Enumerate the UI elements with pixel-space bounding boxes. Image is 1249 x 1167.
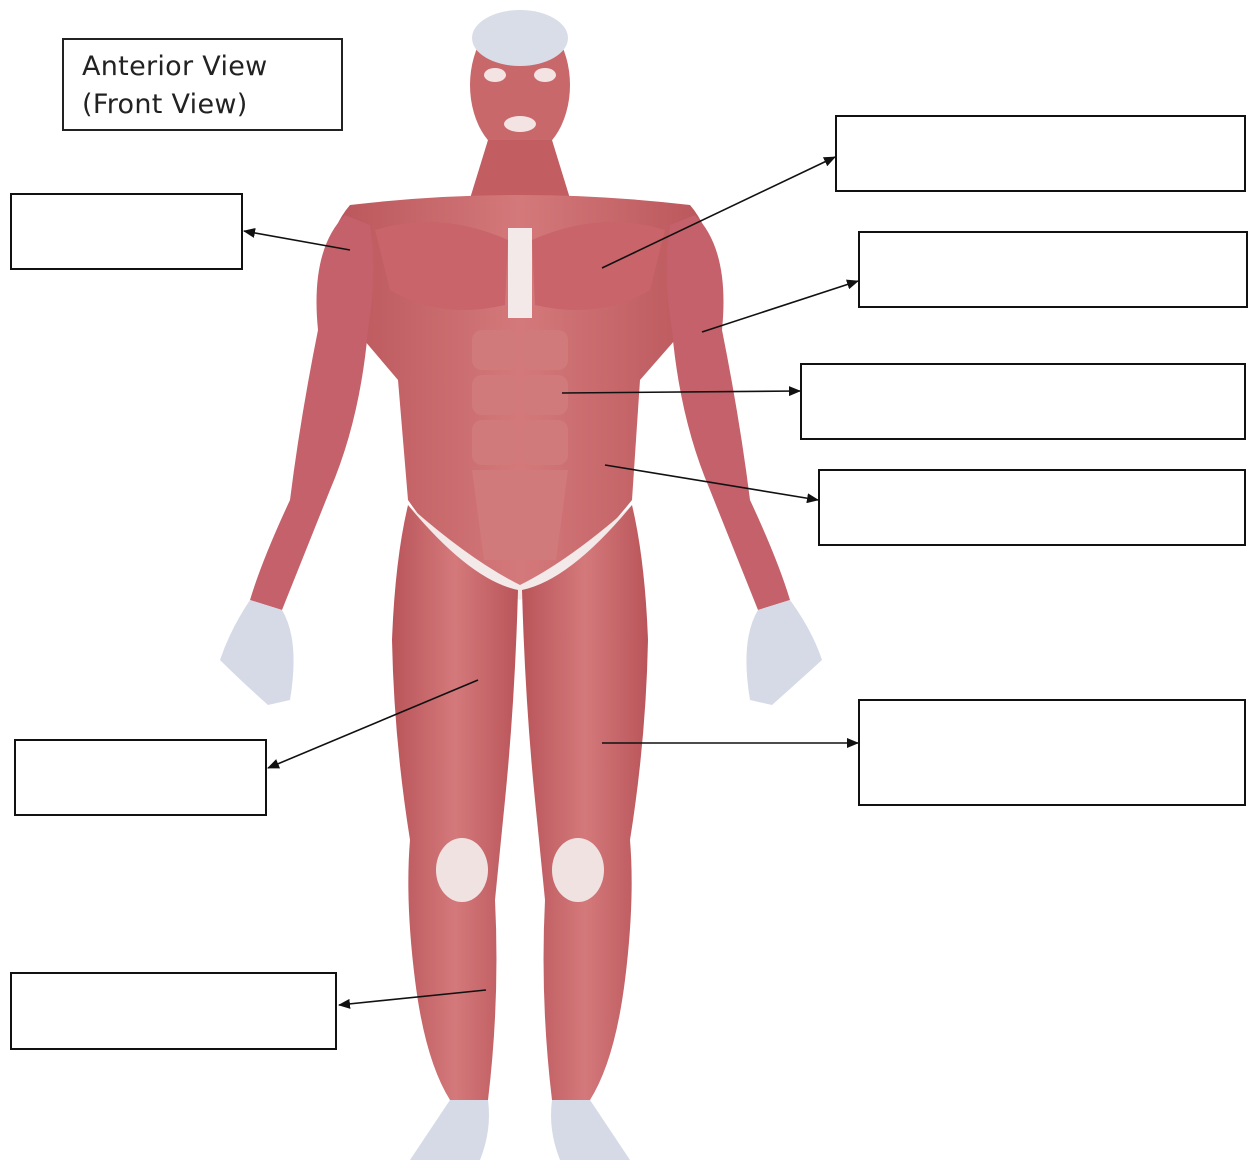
title-line-2: (Front View) [82, 86, 341, 124]
pointer-upper-arm [702, 281, 858, 332]
mouth [504, 116, 536, 132]
label-box-front-thigh[interactable] [858, 699, 1246, 806]
skull-cap [472, 10, 568, 66]
label-box-chest[interactable] [835, 115, 1246, 192]
left-leg [392, 505, 518, 1100]
right-leg [522, 505, 648, 1100]
right-arm [666, 215, 790, 610]
label-box-upper-arm[interactable] [858, 231, 1248, 308]
left-knee [436, 838, 488, 902]
label-box-lower-leg[interactable] [10, 972, 337, 1050]
label-box-shoulder[interactable] [10, 193, 243, 270]
title-box: Anterior View (Front View) [62, 38, 343, 131]
title-line-1: Anterior View [82, 48, 341, 86]
left-foot [410, 1100, 489, 1160]
sternum [508, 228, 532, 318]
left-arm [250, 215, 374, 610]
right-foot [551, 1100, 630, 1160]
right-eye [534, 68, 556, 82]
label-box-side-abdomen[interactable] [818, 469, 1246, 546]
left-eye [484, 68, 506, 82]
right-hand [746, 600, 822, 705]
right-knee [552, 838, 604, 902]
label-box-inner-thigh[interactable] [14, 739, 267, 816]
left-hand [220, 600, 294, 705]
label-box-abdomen[interactable] [800, 363, 1246, 440]
